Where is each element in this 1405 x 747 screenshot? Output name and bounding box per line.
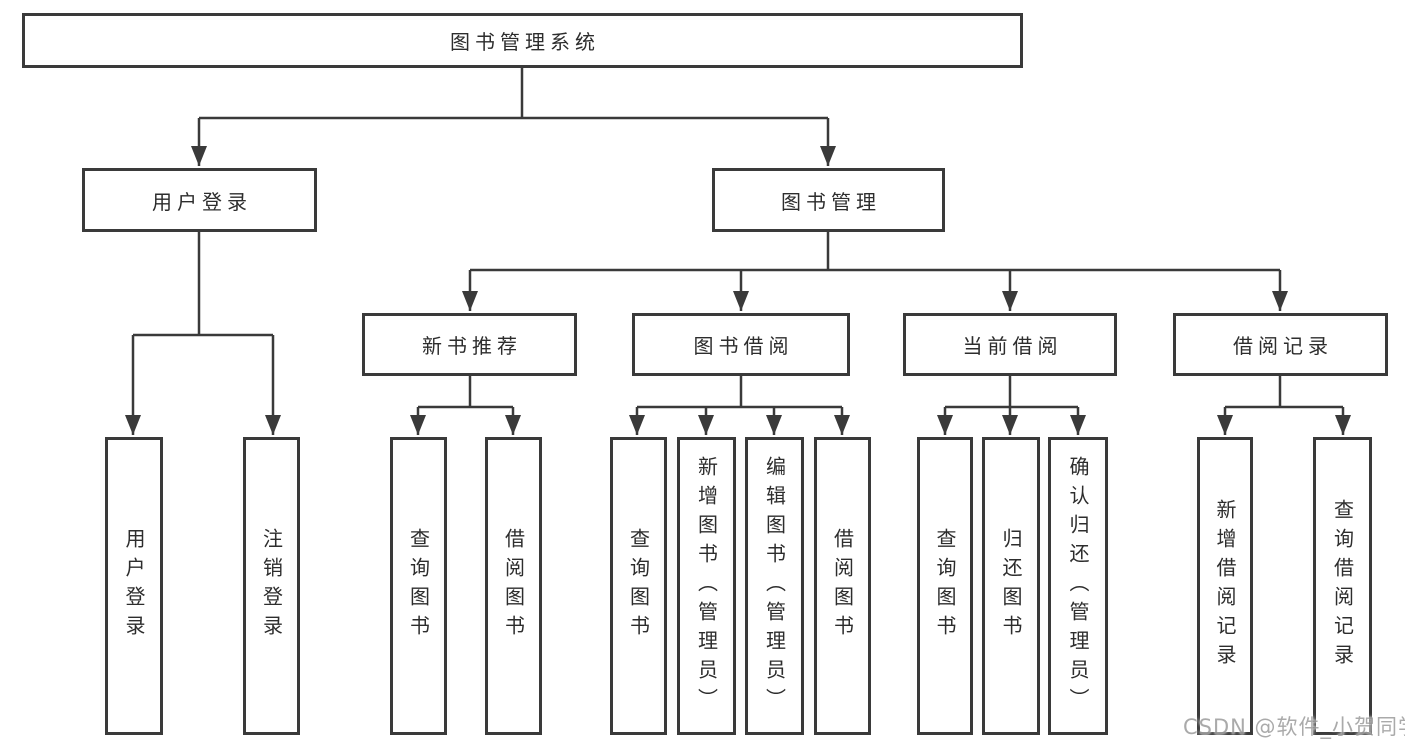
leaf-add-borrow-record: 新增借阅记录 <box>1197 437 1253 735</box>
node-book-borrow: 图书借阅 <box>632 313 850 376</box>
leaf-query-borrow-record: 查询借阅记录 <box>1313 437 1372 735</box>
leaf-query-book-current: 查询图书 <box>917 437 973 735</box>
leaf-user-login: 用户登录 <box>105 437 163 735</box>
leaf-borrow-book-recommend: 借阅图书 <box>485 437 542 735</box>
leaf-borrow-book: 借阅图书 <box>814 437 871 735</box>
csdn-watermark: CSDN @软件_小贺同学 <box>1183 715 1405 739</box>
connector-book-management-branch <box>462 232 1288 311</box>
leaf-query-book-recommend: 查询图书 <box>390 437 447 735</box>
connector-book-borrow-branch <box>629 376 850 435</box>
leaf-edit-book-admin: 编辑图书（管理员） <box>745 437 804 735</box>
node-current-borrow: 当前借阅 <box>903 313 1117 376</box>
node-book-management: 图书管理 <box>712 168 945 232</box>
node-new-book-recommend: 新书推荐 <box>362 313 577 376</box>
node-root-system: 图书管理系统 <box>22 13 1023 68</box>
connector-user-login-branch <box>125 232 281 435</box>
leaf-query-book-borrow: 查询图书 <box>610 437 667 735</box>
leaf-confirm-return-admin: 确认归还（管理员） <box>1048 437 1108 735</box>
leaf-logout: 注销登录 <box>243 437 300 735</box>
node-borrow-record: 借阅记录 <box>1173 313 1388 376</box>
connector-root-to-level2 <box>191 68 836 166</box>
leaf-add-book-admin: 新增图书（管理员） <box>677 437 736 735</box>
connector-borrow-record-branch <box>1217 376 1351 435</box>
node-user-login: 用户登录 <box>82 168 317 232</box>
leaf-return-book: 归还图书 <box>982 437 1040 735</box>
connector-new-book-branch <box>410 376 521 435</box>
connector-current-borrow-branch <box>937 376 1086 435</box>
